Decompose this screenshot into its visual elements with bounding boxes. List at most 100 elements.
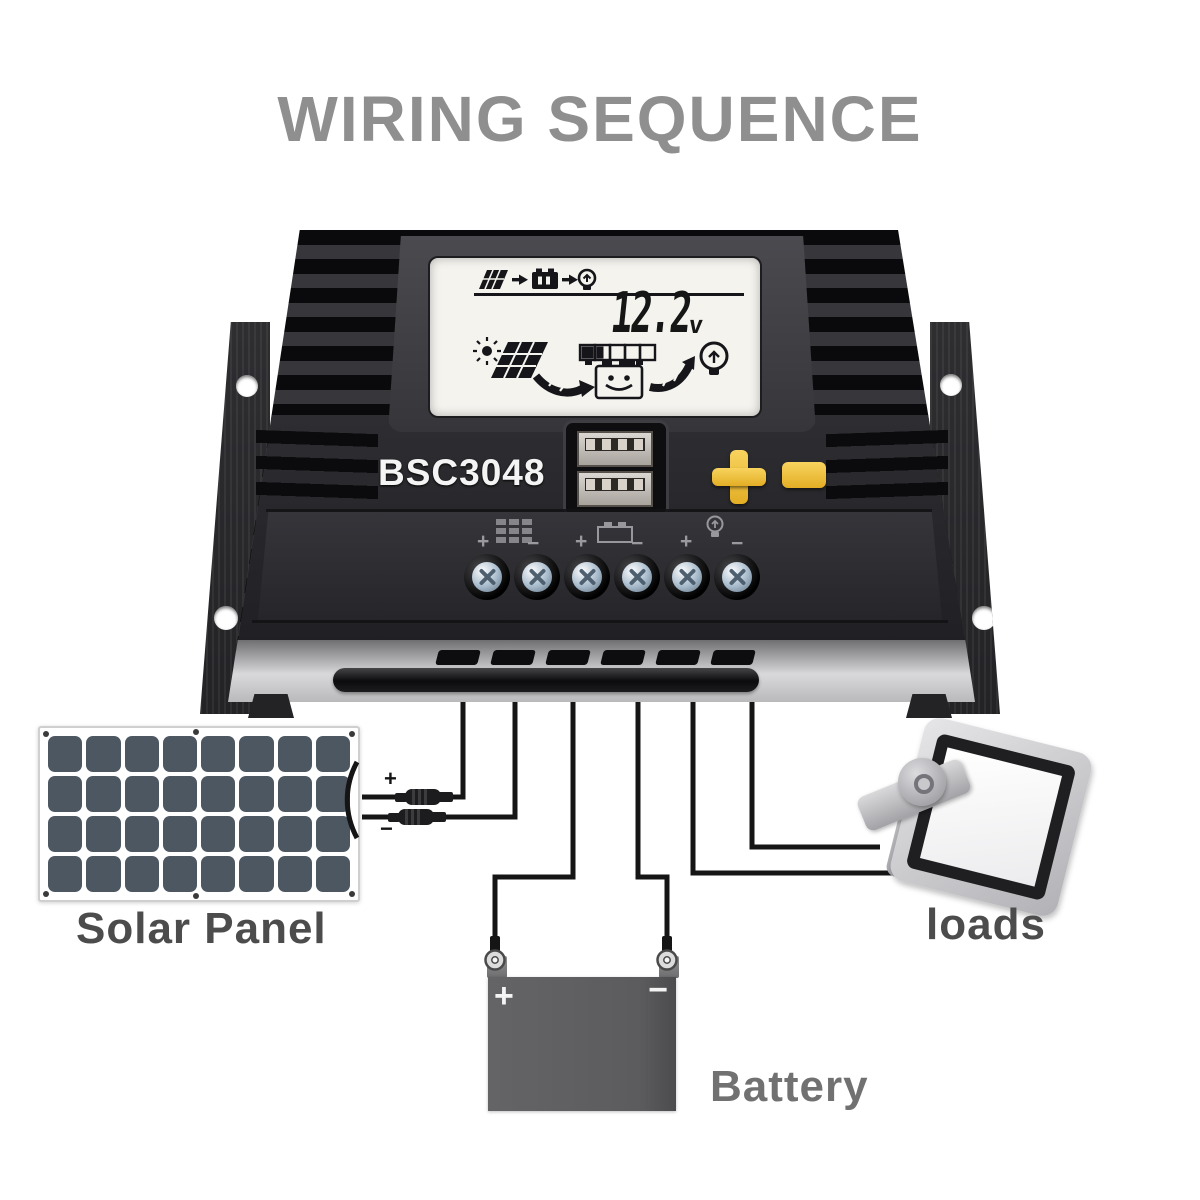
mounting-hole <box>940 374 962 396</box>
solar-cell <box>239 816 274 852</box>
vent-slot <box>600 650 646 665</box>
floodlight-frame <box>905 732 1077 902</box>
lcd-solar-array-icon <box>491 342 548 378</box>
lcd-separator-line <box>474 293 744 296</box>
solar-cell <box>277 776 312 812</box>
solar-terminal-plus: + <box>477 530 490 553</box>
solar-cell <box>239 856 274 892</box>
panel-seam <box>252 620 948 623</box>
solar-cell <box>201 816 236 852</box>
solar-cell <box>162 816 197 852</box>
solar-cell <box>162 856 197 892</box>
battery-illustration: + − <box>488 971 676 1111</box>
battery-negative-mark: − <box>648 971 668 1009</box>
solar-cell <box>86 736 121 772</box>
vent-slot <box>545 650 591 665</box>
battery-label: Battery <box>710 1062 869 1111</box>
solar-cell <box>124 856 159 892</box>
lcd-charge-arrow-icon <box>532 373 595 397</box>
panel-screw-dot <box>193 729 199 735</box>
solar-cell <box>315 856 350 892</box>
solar-cell <box>86 856 121 892</box>
plus-button <box>712 450 766 504</box>
solar-cell <box>315 816 350 852</box>
lcd-battery-gauge-icon <box>578 343 657 365</box>
solar-cell <box>277 736 312 772</box>
controller-bottom-bar <box>333 668 759 692</box>
mc4-connector-negative <box>388 809 446 825</box>
usb-port-icon <box>577 431 653 467</box>
solar-cell <box>315 776 350 812</box>
lcd-display: 12.2 v <box>428 256 762 418</box>
terminal-screw <box>714 554 760 600</box>
solar-cell <box>86 776 121 812</box>
mounting-hole <box>214 606 238 630</box>
lcd-discharge-arrow-icon <box>649 356 695 392</box>
solar-cell <box>48 736 83 772</box>
lcd-icon-graphics <box>473 268 744 400</box>
panel-screw-dot <box>43 731 49 737</box>
terminal-screw <box>564 554 610 600</box>
wire-battery-positive <box>492 700 576 948</box>
solar-cell <box>162 776 197 812</box>
floodlight-pivot <box>898 758 946 806</box>
lcd-load-lamp-icon <box>699 341 729 375</box>
solar-cell <box>315 736 350 772</box>
battery-ring-terminals <box>484 936 678 971</box>
lcd-voltage-unit: v <box>686 311 705 339</box>
vent-slot <box>490 650 536 665</box>
heatsink-slots-right <box>826 429 948 507</box>
controller-foot <box>906 694 952 718</box>
solar-cell <box>124 776 159 812</box>
solar-cell <box>48 816 83 852</box>
terminal-screw <box>614 554 660 600</box>
solar-cell <box>162 736 197 772</box>
loads-label: loads <box>926 900 1046 949</box>
battery-terminal-minus: − <box>631 532 644 555</box>
panel-seam <box>266 509 932 512</box>
wire-solar-positive <box>362 700 466 800</box>
wire-load-positive <box>690 700 905 876</box>
solar-cell <box>201 856 236 892</box>
controller-foot <box>248 694 294 718</box>
solar-cell <box>124 816 159 852</box>
heatsink-slots-left <box>256 429 378 507</box>
load-terminal-plus: + <box>680 530 693 553</box>
lcd-battery-icon <box>532 272 558 289</box>
solar-cell <box>277 856 312 892</box>
terminal-screw <box>514 554 560 600</box>
lcd-voltage-value: 12.2 <box>607 281 694 346</box>
battery-terminal-plus: + <box>575 530 588 553</box>
page-title: WIRING SEQUENCE <box>277 83 923 155</box>
solar-cell <box>277 816 312 852</box>
solar-terminal-icon <box>496 519 532 543</box>
usb-port-icon <box>577 471 653 507</box>
load-terminal-icon <box>706 515 724 537</box>
solar-cell <box>201 736 236 772</box>
solar-negative-mark: − <box>380 816 393 841</box>
solar-cell <box>239 736 274 772</box>
solar-cell <box>48 776 83 812</box>
mounting-hole <box>236 375 258 397</box>
solar-cell <box>124 736 159 772</box>
solar-panel-illustration <box>38 726 360 902</box>
solar-cell <box>239 776 274 812</box>
mc4-connector-positive <box>395 789 453 805</box>
solar-cell <box>201 776 236 812</box>
wire-battery-negative <box>635 700 670 948</box>
load-terminal-minus: − <box>731 532 744 555</box>
solar-cell <box>48 856 83 892</box>
solar-terminal-minus: − <box>527 532 540 555</box>
panel-screw-dot <box>43 891 49 897</box>
battery-terminal-icon <box>597 522 633 543</box>
lcd-arrow-right-icon <box>562 278 569 282</box>
solar-cell <box>86 816 121 852</box>
panel-screw-dot <box>193 893 199 899</box>
vent-slot <box>710 650 756 665</box>
lcd-sun-icon <box>482 346 492 356</box>
lcd-arrow-right-icon <box>512 278 519 282</box>
lcd-voltage-readout: 12.2 v <box>564 281 706 346</box>
solar-panel-label: Solar Panel <box>76 904 327 953</box>
